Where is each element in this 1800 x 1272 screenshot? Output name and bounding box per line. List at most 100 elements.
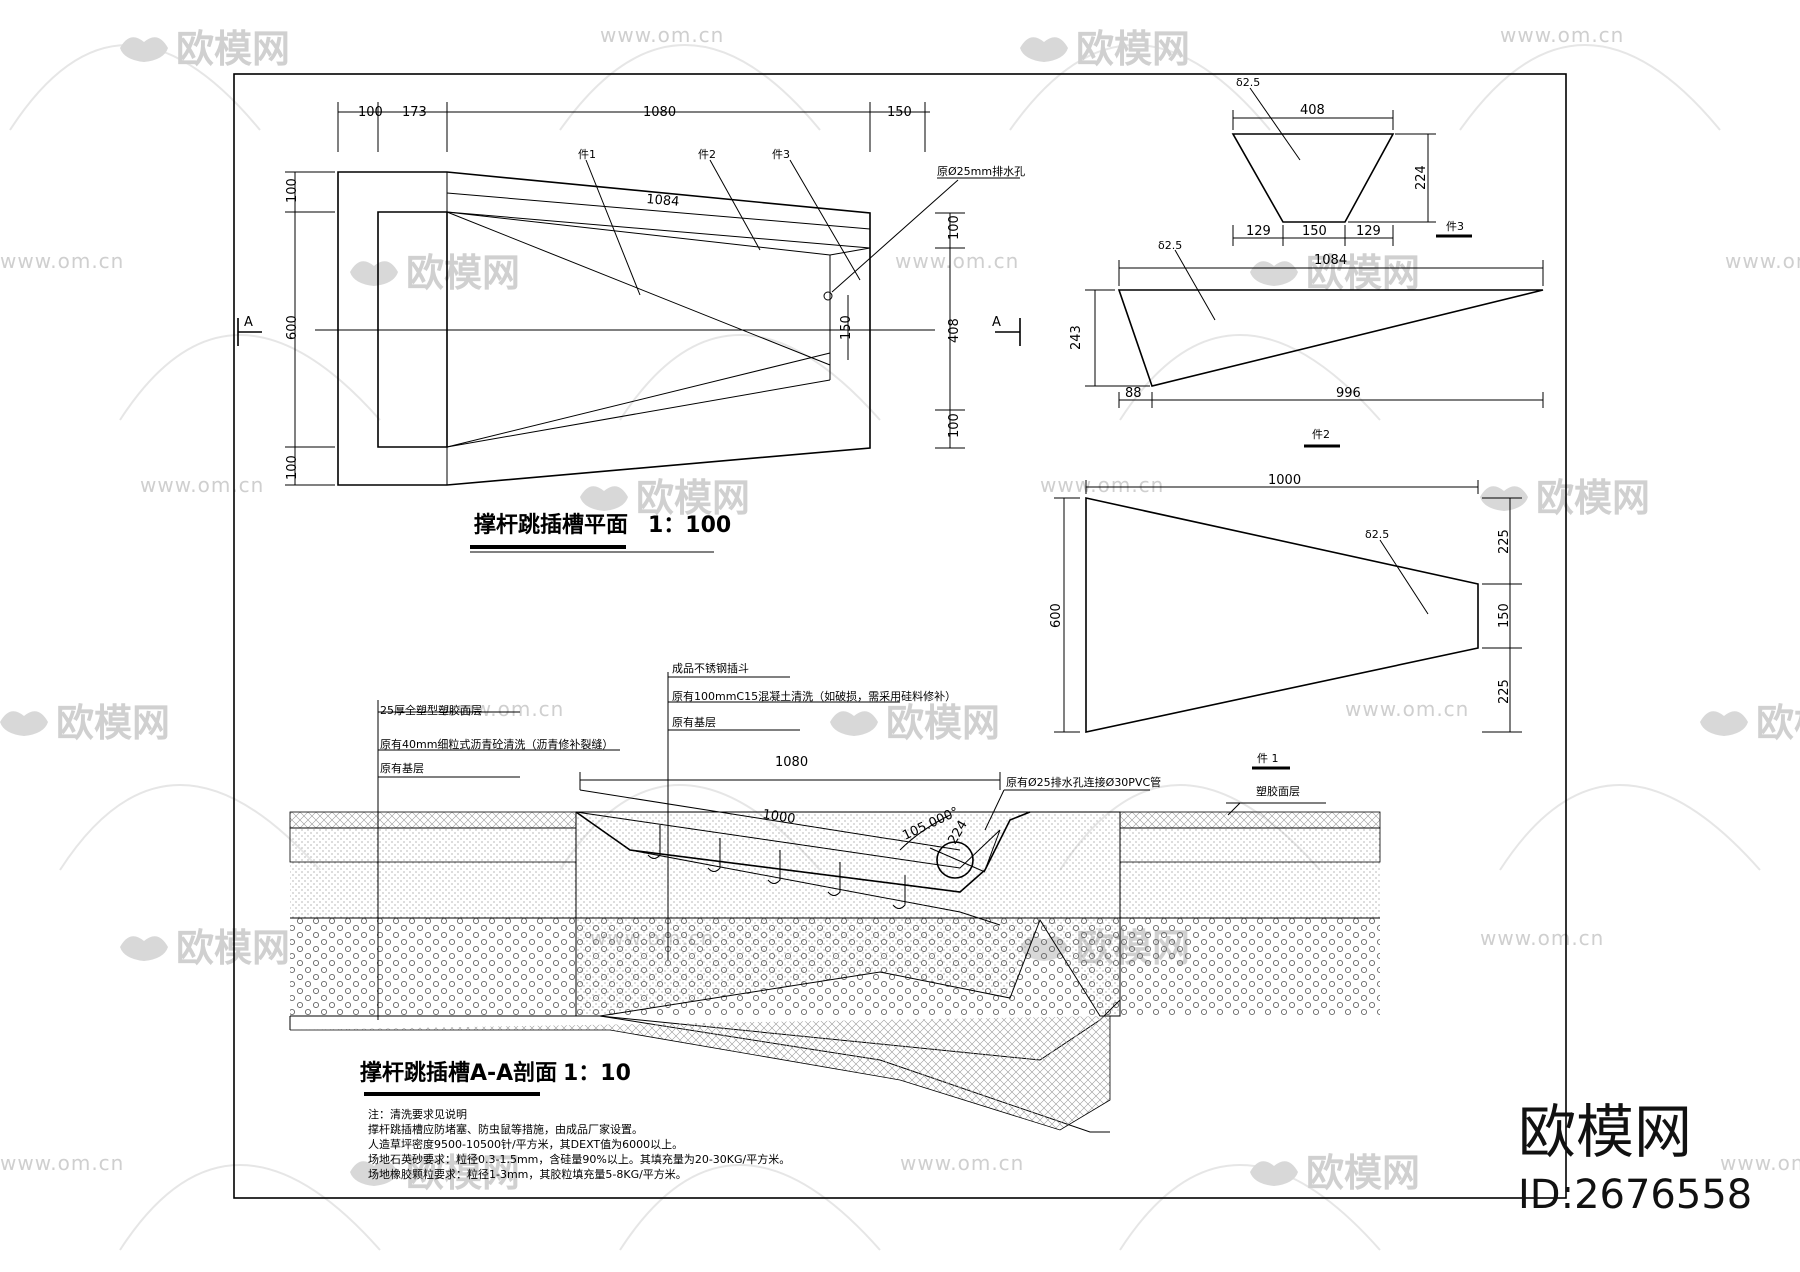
- plan-title: 撑杆跳插槽平面: [474, 512, 628, 538]
- plan-dim-left-3: 100: [285, 455, 300, 480]
- drain-pipe-icon: [936, 841, 974, 879]
- note-line-5: 场地橡胶颗粒要求：粒径1-3mm，其胶粒填充量5-8KG/平方米。: [368, 1167, 687, 1181]
- watermark-logo-text: 欧模网: [886, 701, 1000, 745]
- part1-shape: [1085, 497, 1479, 733]
- watermark-sofa-icon: [350, 261, 398, 286]
- part1-dim-right-3: 225: [1497, 679, 1512, 704]
- watermark-url-text: www.om.cn: [1345, 697, 1469, 721]
- part1-label: 件 1: [1257, 752, 1279, 765]
- watermark-logo-text: 欧模网: [1756, 701, 1800, 745]
- section-right-label: 塑胶面层: [1256, 784, 1300, 798]
- part2-dim-left: 243: [1069, 325, 1084, 350]
- plan-dim-left-2: 600: [285, 315, 300, 340]
- watermark-sofa-icon: [580, 486, 628, 511]
- plan-view: 100 173 1080 150 100 600 100 100 408 100…: [237, 102, 1025, 553]
- watermark-sofa-icon: [1020, 37, 1068, 62]
- watermark-url-text: www.om.cn: [1480, 926, 1604, 950]
- part1-thickness: δ2.5: [1365, 528, 1389, 541]
- note-line-3: 人造草坪密度9500-10500针/平方米，其DEXT值为6000以上。: [368, 1137, 683, 1151]
- section-drain-label: 原有Ø25排水孔连接Ø30PVC管: [1006, 775, 1161, 789]
- watermark-logo: 欧模网: [350, 1151, 520, 1195]
- watermark-sofa-icon: [830, 711, 878, 736]
- plan-part-3: 件3: [772, 148, 790, 161]
- part1-dim-right-2: 150: [1497, 603, 1512, 628]
- part1-dim-left: 600: [1049, 603, 1064, 628]
- watermark-url-text: www.om.cn: [900, 1151, 1024, 1175]
- plan-dim-right-3: 100: [947, 413, 962, 438]
- plan-part-2: 件2: [698, 148, 716, 161]
- plan-outer-frame: [337, 171, 871, 486]
- section-mid-label-2: 原有100mmC15混凝土清洗（如破损，需采用硅料修补）: [672, 689, 956, 703]
- watermark-sofa-icon: [350, 1161, 398, 1186]
- section-left-label-2: 原有40mm细粒式沥青砼清洗（沥青修补裂缝）: [380, 737, 613, 751]
- watermark-url-text: www.om.cn: [1500, 23, 1624, 47]
- section-dim-1000: 1000: [761, 807, 796, 827]
- note-line-4: 场地石英砂要求：粒径0.3-1.5mm，含硅量90%以上。其填充量为20-30K…: [368, 1152, 790, 1166]
- watermark-sofa-icon: [1250, 1161, 1298, 1186]
- section-view: 25厚全塑型塑胶面层 原有40mm细粒式沥青砼清洗（沥青修补裂缝） 原有基层 成…: [289, 661, 1381, 1133]
- part3-thickness: δ2.5: [1236, 76, 1260, 89]
- brand-name: 欧模网: [1518, 1098, 1692, 1166]
- part3-dim-bottom-2: 150: [1302, 224, 1327, 239]
- watermark-logo-text: 欧模网: [56, 701, 170, 745]
- watermark-url-text: www.om.cn: [1040, 473, 1164, 497]
- part3-dim-top: 408: [1300, 103, 1325, 118]
- watermark-logo-text: 欧模网: [406, 1151, 520, 1195]
- watermark-logo-text: 欧模网: [1076, 27, 1190, 71]
- part2-dim-bottom-1: 88: [1125, 386, 1142, 401]
- drawing-border: [233, 73, 1567, 1199]
- plan-dim-slot: 150: [839, 315, 854, 340]
- note-line-2: 撑杆跳插槽应防堵塞、防虫鼠等措施，由成品厂家设置。: [368, 1122, 643, 1136]
- watermark-url-text: www.om.cn: [440, 697, 564, 721]
- section-mid-label-3: 原有基层: [672, 715, 716, 729]
- watermark-sofa-icon: [1480, 486, 1528, 511]
- watermark-url-text: www.om.cn: [1725, 249, 1800, 273]
- drain-hole-icon: [823, 291, 833, 301]
- watermark-arcs: [9, 44, 1761, 1251]
- watermark-url-text: www.om.cn: [895, 249, 1019, 273]
- plan-dim-top-4: 150: [887, 105, 912, 120]
- watermark-logo: 欧模网: [1250, 251, 1420, 295]
- watermark-url-text: www.om.cn: [140, 473, 264, 497]
- watermark-logos: 欧模网欧模网欧模网欧模网欧模网欧模网欧模网欧模网欧模网欧模网欧模网欧模网欧模网: [0, 27, 1800, 1195]
- notes-block: 注：清洗要求见说明 撑杆跳插槽应防堵塞、防虫鼠等措施，由成品厂家设置。 人造草坪…: [368, 1107, 790, 1181]
- watermark-logo-text: 欧模网: [176, 926, 290, 970]
- watermark-logo: 欧模网: [830, 701, 1000, 745]
- plan-drain-label: 原Ø25mm排水孔: [937, 164, 1025, 178]
- part3-dim-bottom-1: 129: [1246, 224, 1271, 239]
- plan-dim-inner: 1084: [646, 192, 680, 210]
- part3-view: δ2.5 408 224 129 150 129 件3: [1231, 76, 1472, 246]
- plan-dim-right-1: 100: [947, 215, 962, 240]
- plan-dim-top-2: 173: [402, 105, 427, 120]
- part3-dim-right: 224: [1414, 165, 1429, 190]
- watermark-logo: 欧模网: [0, 701, 170, 745]
- part1-dim-top: 1000: [1268, 473, 1301, 488]
- section-mid-label-1: 成品不锈钢插斗: [672, 661, 749, 675]
- watermark-sofa-icon: [0, 711, 48, 736]
- section-left-label-3: 原有基层: [380, 761, 424, 775]
- plan-dim-right-2: 408: [947, 318, 962, 343]
- section-dim-1080: 1080: [775, 755, 808, 770]
- anchor-hooks: [647, 825, 906, 909]
- watermark-url-text: www.om.cn: [0, 1151, 124, 1175]
- plan-dim-top-1: 100: [358, 105, 383, 120]
- part2-dim-bottom-2: 996: [1336, 386, 1361, 401]
- watermark-logo: 欧模网: [1700, 701, 1800, 745]
- part1-dim-right-1: 225: [1497, 529, 1512, 554]
- watermark-logo: 欧模网: [580, 476, 750, 520]
- watermark-url-text: www.om.cn: [600, 23, 724, 47]
- watermark-logo-text: 欧模网: [1306, 1151, 1420, 1195]
- watermark-logo: 欧模网: [120, 926, 290, 970]
- plan-scale: 1：100: [648, 513, 731, 538]
- brand-id: ID:2676558: [1518, 1172, 1752, 1218]
- plan-part-1: 件1: [578, 148, 596, 161]
- watermark-logo-text: 欧模网: [406, 251, 520, 295]
- section-scale: 1：10: [563, 1061, 631, 1086]
- watermark-sofa-icon: [1250, 261, 1298, 286]
- watermark-url-text: www.om.cn: [0, 249, 124, 273]
- part3-shape: [1231, 133, 1395, 223]
- watermark-sofa-icon: [1700, 711, 1748, 736]
- watermark-logo: 欧模网: [120, 27, 290, 71]
- watermark-sofa-icon: [120, 936, 168, 961]
